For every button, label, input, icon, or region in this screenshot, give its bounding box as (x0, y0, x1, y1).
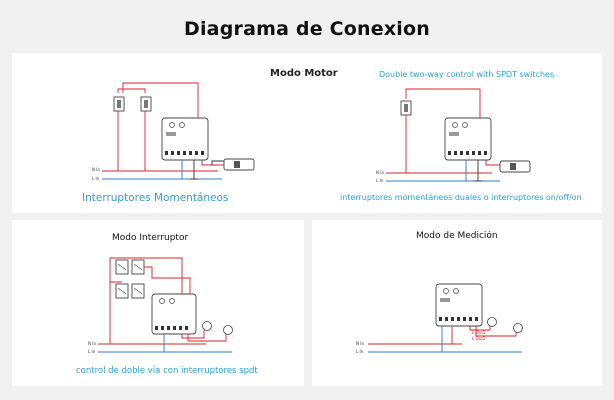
wall-switch-icon (113, 96, 125, 112)
neutral-in-label: N In (88, 341, 96, 346)
measurement-mode-diagram: L-Out1 L-Out2 N In L In (356, 283, 523, 354)
motor-diagram-right: N In L In (376, 88, 531, 183)
switch-mode-heading: Modo Interruptor (112, 233, 189, 243)
live-in-label: L In (356, 349, 364, 354)
motor-icon (499, 160, 531, 173)
relay-module-icon (161, 117, 209, 161)
relay-module-icon (435, 283, 483, 327)
wall-switch-icon (115, 259, 129, 275)
wall-switch-icon (131, 283, 145, 299)
page-title: Diagrama de Conexion (184, 18, 430, 40)
live-in-label: L In (92, 176, 100, 181)
panel-switch-mode: Modo Interruptor control de doble vía co… (12, 220, 304, 386)
neutral-in-label: N In (356, 341, 364, 346)
neutral-in-label: N In (376, 170, 384, 175)
caption-dual-momentary-switches: interruptores momentáneos duales o inter… (340, 193, 582, 202)
light-bulb-icon (202, 321, 212, 331)
panel-measurement-mode: Modo de Medición L-Out1 L-Out2 N In L (312, 220, 602, 386)
relay-module-icon (151, 293, 197, 335)
wall-switch-icon (115, 283, 129, 299)
panel-motor-mode: Modo Motor Double two-way control with S… (12, 53, 602, 213)
wall-switch-icon (140, 96, 152, 112)
motor-mode-heading: Modo Motor (270, 68, 338, 79)
measurement-mode-heading: Modo de Medición (416, 231, 498, 241)
motor-icon (223, 158, 255, 171)
caption-spdt-control: control de doble vía con interruptores s… (76, 366, 258, 376)
switch-mode-diagram: N In L In (88, 257, 233, 354)
l-out2-label: L-Out2 (472, 336, 486, 341)
light-bulb-icon (487, 317, 497, 327)
neutral-in-label: N In (92, 167, 100, 172)
wall-switch-icon (131, 259, 145, 275)
light-bulb-icon (223, 325, 233, 335)
motor-mode-subheading: Double two-way control with SPDT switche… (379, 70, 555, 79)
relay-module-icon (444, 117, 492, 161)
live-in-label: L In (88, 349, 96, 354)
wall-switch-icon (400, 100, 412, 116)
live-in-label: L In (376, 178, 384, 183)
light-bulb-icon (513, 323, 523, 333)
motor-diagram-left: N In L In (92, 82, 255, 181)
l-out1-label: L-Out1 (472, 330, 486, 335)
caption-momentary-switches: Interruptores Momentáneos (82, 192, 229, 204)
